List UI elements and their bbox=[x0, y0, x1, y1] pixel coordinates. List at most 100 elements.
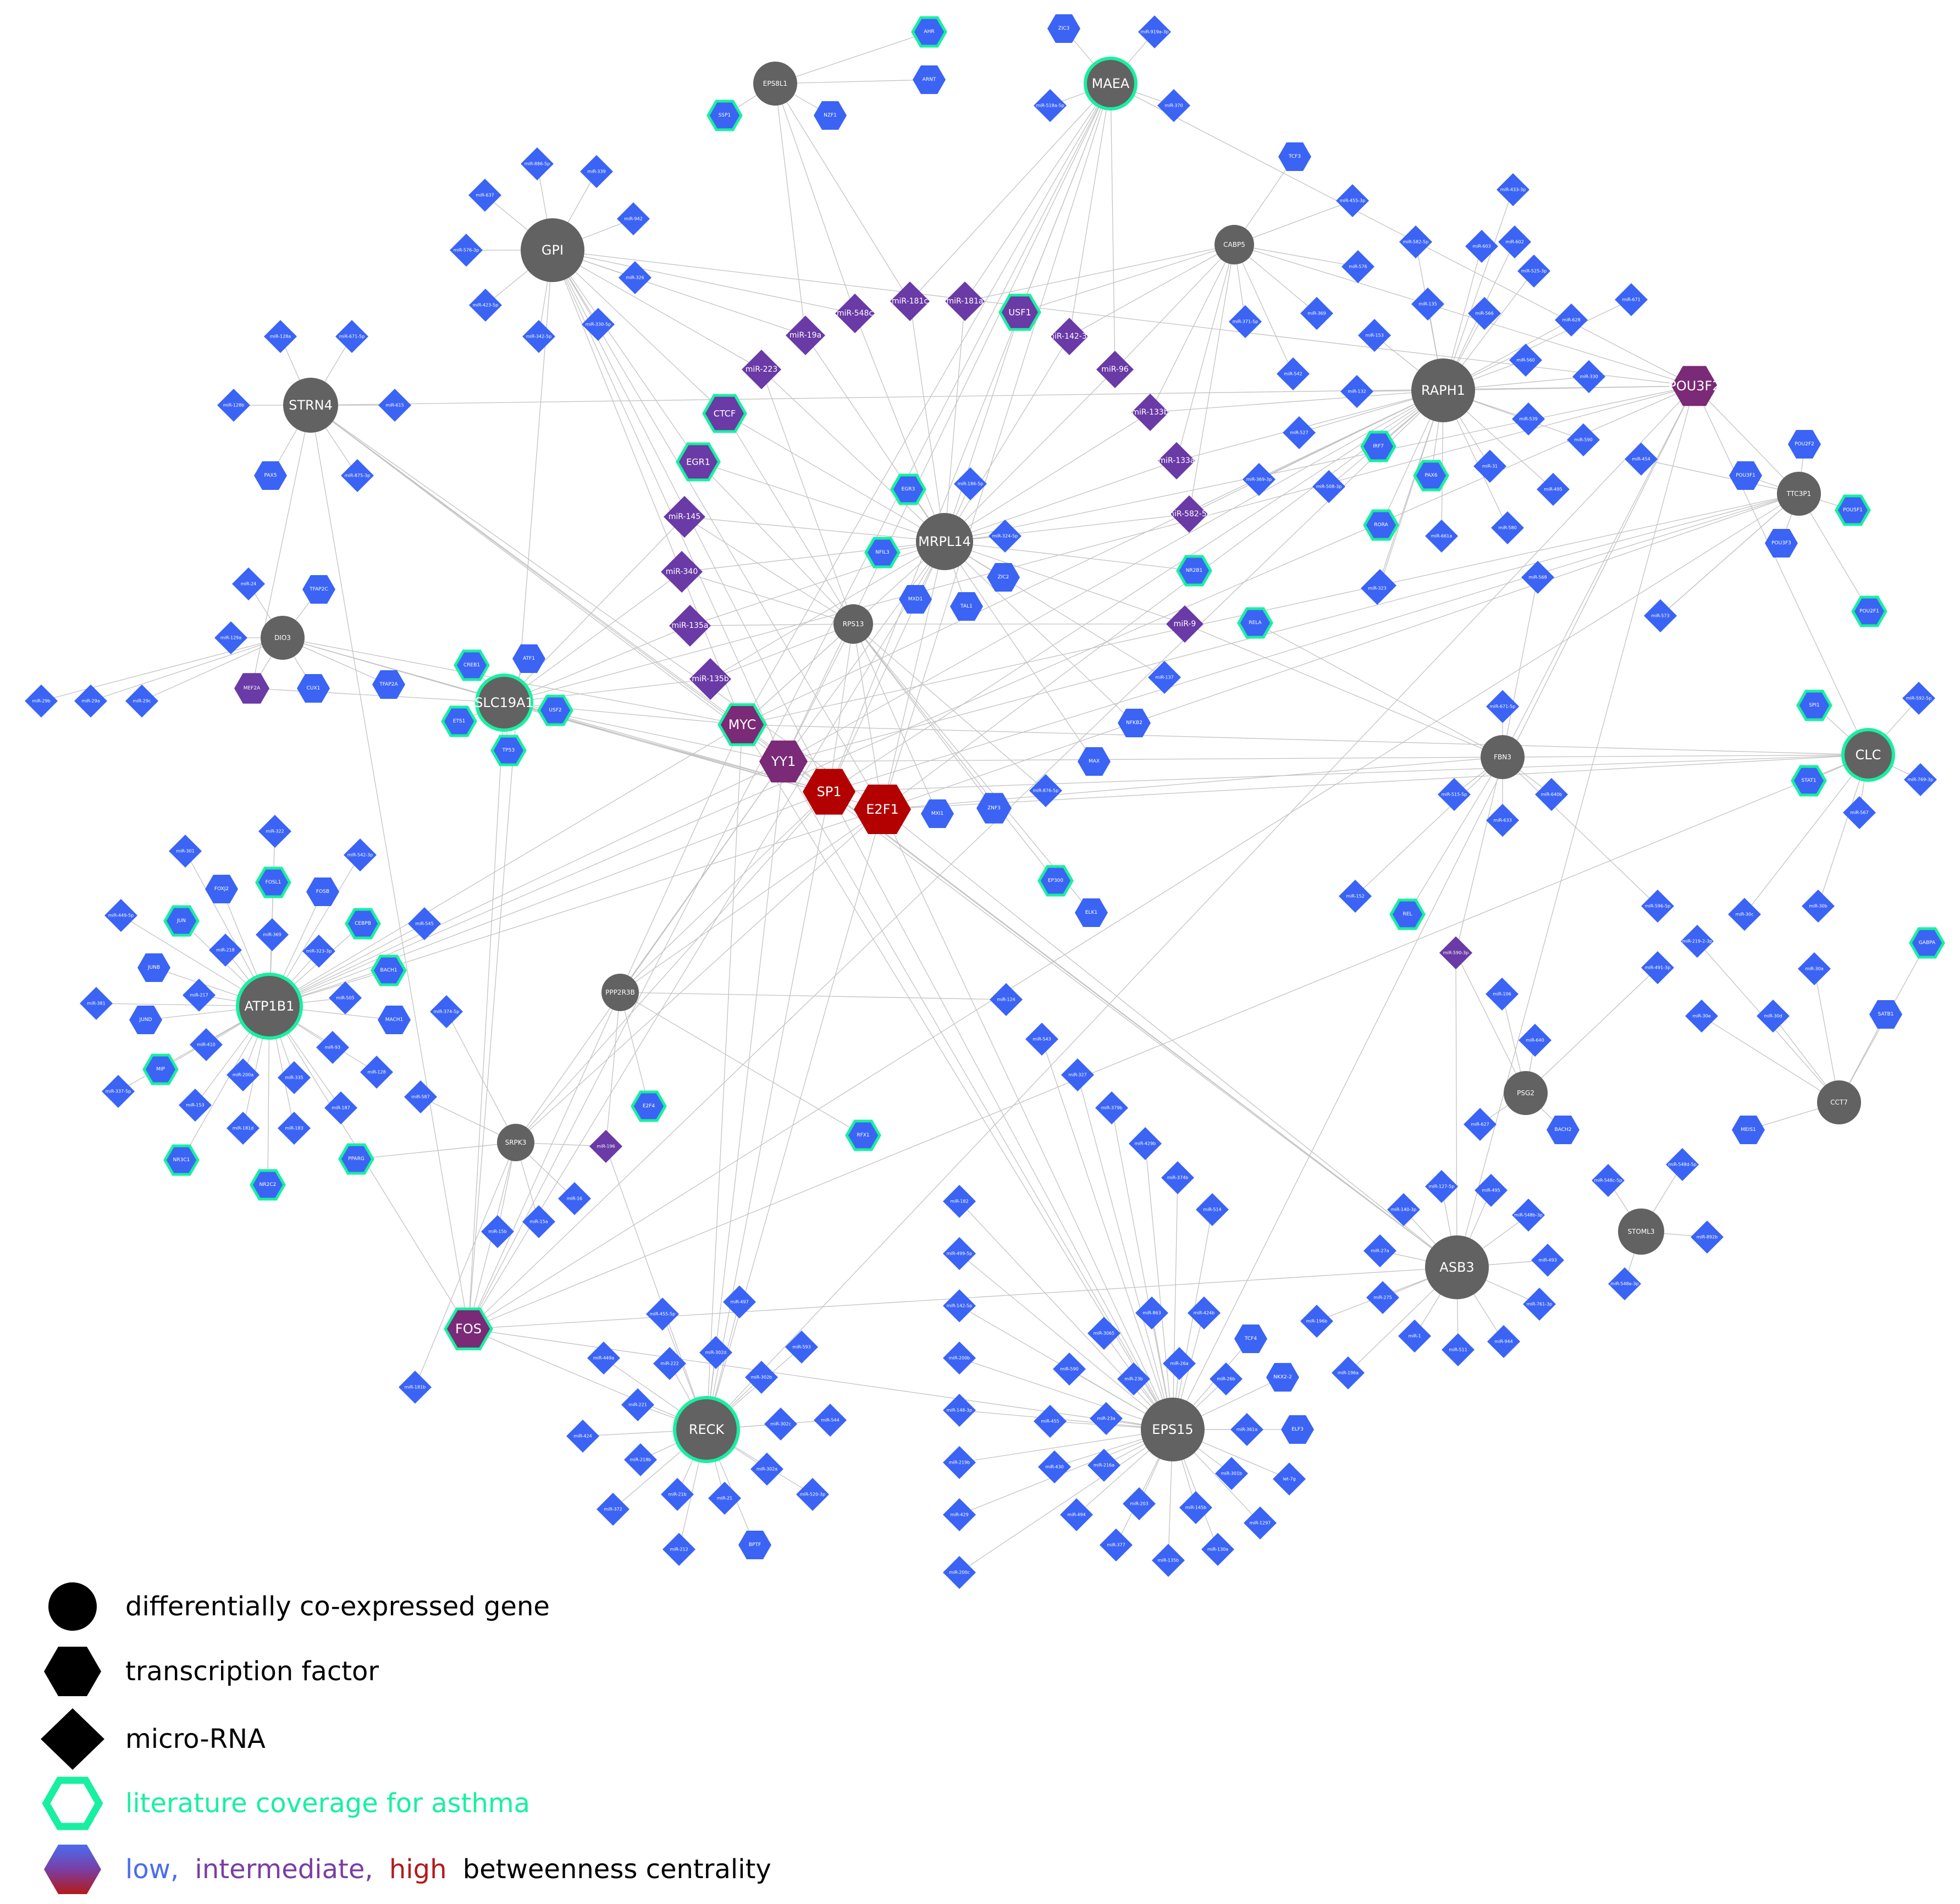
mirna-node-mir-200b[interactable]: miR-200b bbox=[943, 1342, 976, 1375]
tf-node-cux1[interactable]: CUX1 bbox=[297, 674, 330, 703]
mirna-node-mir-30c[interactable]: miR-30c bbox=[1728, 898, 1761, 931]
mirna-node-mir-145[interactable]: miR-145 bbox=[664, 496, 705, 538]
gene-node-fbn3[interactable]: FBN3 bbox=[1481, 735, 1525, 779]
mirna-node-mir-218b[interactable]: miR-218b bbox=[624, 1443, 657, 1476]
tf-node-gabpa[interactable]: GABPA bbox=[1909, 927, 1945, 959]
mirna-node-mir-323-3p[interactable]: miR-323-3p bbox=[302, 935, 335, 968]
gene-node-asb3[interactable]: ASB3 bbox=[1425, 1235, 1489, 1299]
mirna-node-mir-196b[interactable]: miR-196b bbox=[1300, 1305, 1333, 1338]
mirna-node-mir-324-5p[interactable]: miR-324-5p bbox=[989, 520, 1022, 553]
mirna-node-mir-455-5p[interactable]: miR-455-5p bbox=[646, 1298, 679, 1331]
mirna-node-mir-542[interactable]: miR-542 bbox=[1277, 357, 1310, 390]
mirna-node-mir-592-5p[interactable]: miR-592-5p bbox=[1902, 682, 1935, 715]
tf-node-tal1[interactable]: TAL1 bbox=[950, 592, 983, 621]
mirna-node-mir-135a[interactable]: miR-135a bbox=[669, 605, 711, 647]
mirna-node-mir-582-5pb[interactable]: miR-582-5p bbox=[1399, 225, 1432, 258]
mirna-node-mir-423-5p[interactable]: miR-423-5p bbox=[469, 289, 502, 322]
mirna-node-mir-525-3p[interactable]: miR-525-3p bbox=[1517, 255, 1550, 288]
mirna-node-mir-1[interactable]: miR-1 bbox=[1398, 1320, 1431, 1353]
mirna-node-mir-455[interactable]: miR-455 bbox=[1034, 1405, 1067, 1438]
mirna-node-mir-511[interactable]: miR-511 bbox=[1442, 1333, 1475, 1366]
mirna-node-mir-919a-3p[interactable]: miR-919a-3p bbox=[1138, 15, 1171, 48]
mirna-node-mir-181b[interactable]: miR-181b bbox=[399, 1371, 432, 1404]
mirna-node-mir-548d-5p[interactable]: miR-548d-5p bbox=[1666, 1148, 1699, 1181]
mirna-node-mir-545[interactable]: miR-545 bbox=[408, 907, 441, 940]
mirna-node-mir-615[interactable]: miR-615 bbox=[378, 389, 411, 422]
mirna-node-mir-15a[interactable]: miR-15a bbox=[522, 1205, 555, 1238]
tf-node-elk1[interactable]: ELK1 bbox=[1075, 898, 1108, 927]
mirna-node-mir-582-5p[interactable]: miR-582-5p bbox=[1167, 495, 1212, 533]
gene-node-rps13[interactable]: RPS13 bbox=[833, 604, 873, 644]
mirna-node-mir-430[interactable]: miR-430 bbox=[1038, 1450, 1071, 1483]
mirna-node-mir-543[interactable]: miR-543 bbox=[1025, 1023, 1058, 1056]
tf-node-nzf1[interactable]: NZF1 bbox=[814, 101, 847, 130]
mirna-node-mir-369-3p[interactable]: miR-369-3p bbox=[1243, 463, 1276, 496]
mirna-node-mir-106[interactable]: miR-106 bbox=[1486, 978, 1519, 1011]
mirna-node-mir-26a[interactable]: miR-26a bbox=[1163, 1347, 1196, 1380]
mirna-node-mir-142-3p[interactable]: miR-142-3p bbox=[1047, 318, 1092, 355]
mirna-node-mir-30a[interactable]: miR-30a bbox=[1798, 952, 1831, 985]
gene-node-stoml3[interactable]: STOML3 bbox=[1618, 1208, 1664, 1255]
mirna-node-mir-576-3p[interactable]: miR-576-3p bbox=[450, 234, 483, 267]
mirna-node-mir-326[interactable]: miR-326 bbox=[619, 261, 652, 294]
mirna-node-mir-275[interactable]: miR-275 bbox=[1366, 1281, 1399, 1314]
mirna-node-mir-200c[interactable]: miR-200c bbox=[943, 1556, 976, 1589]
mirna-node-mir-142-5p[interactable]: miR-142-5p bbox=[943, 1289, 976, 1322]
tf-node-egr3[interactable]: EGR3 bbox=[890, 473, 926, 505]
tf-node-nfil3[interactable]: NFIL3 bbox=[864, 537, 901, 569]
tf-node-pparg[interactable]: PPARG bbox=[338, 1143, 374, 1175]
tf-node-nkx2-2[interactable]: NKX2-2 bbox=[1266, 1363, 1299, 1392]
tf-node-pou3f2[interactable]: POU3F2 bbox=[1668, 366, 1721, 406]
mirna-node-mir-876-5p[interactable]: miR-876-5p bbox=[1029, 774, 1062, 807]
tf-node-bach1[interactable]: BACH1 bbox=[371, 954, 407, 986]
mirna-node-mir-377[interactable]: miR-377 bbox=[1100, 1528, 1133, 1561]
mirna-node-mir-23a[interactable]: miR-23a bbox=[1090, 1402, 1123, 1435]
tf-node-foxj2[interactable]: FOXJ2 bbox=[205, 875, 238, 903]
mirna-node-mir-93[interactable]: miR-93 bbox=[316, 1031, 349, 1064]
mirna-node-mir-424b[interactable]: miR-424b bbox=[1188, 1296, 1221, 1329]
tf-node-meis1[interactable]: MEIS1 bbox=[1732, 1116, 1765, 1144]
mirna-node-mir-133b[interactable]: miR-133b bbox=[1131, 394, 1169, 431]
gene-node-cct7[interactable]: CCT7 bbox=[1817, 1080, 1861, 1124]
mirna-node-mir-133a[interactable]: miR-133a bbox=[1158, 442, 1195, 479]
mirna-node-mir-568[interactable]: miR-568 bbox=[1521, 561, 1554, 594]
mirna-node-mir-342-5p[interactable]: miR-342-5p bbox=[522, 320, 555, 353]
mirna-node-mir-491-3p[interactable]: miR-491-3p bbox=[1641, 951, 1674, 984]
tf-node-yy1[interactable]: YY1 bbox=[759, 740, 808, 783]
mirna-node-mir-454[interactable]: miR-454 bbox=[1625, 443, 1658, 476]
tf-node-nr3c1[interactable]: NR3C1 bbox=[163, 1144, 200, 1176]
mirna-node-mir-863[interactable]: miR-863 bbox=[1135, 1296, 1168, 1329]
mirna-node-mir-9[interactable]: miR-9 bbox=[1166, 605, 1203, 643]
tf-node-tfap2a[interactable]: TFAP2A bbox=[372, 670, 405, 699]
tf-node-ssp1[interactable]: SSP1 bbox=[706, 100, 743, 131]
tf-node-tcf3[interactable]: TCF3 bbox=[1278, 142, 1311, 171]
tf-node-tp53[interactable]: TP53 bbox=[490, 735, 527, 766]
mirna-node-mir-137[interactable]: miR-137 bbox=[1148, 661, 1181, 694]
mirna-node-mir-596-5p[interactable]: miR-596-5p bbox=[1641, 890, 1674, 923]
mirna-node-let-7g[interactable]: let-7g bbox=[1273, 1463, 1306, 1495]
tf-node-pou5f1[interactable]: POU5F1 bbox=[1835, 494, 1871, 526]
tf-node-mip[interactable]: MIP bbox=[142, 1053, 179, 1085]
tf-node-mxd1[interactable]: MXD1 bbox=[899, 585, 932, 614]
mirna-node-mir-370[interactable]: miR-370 bbox=[1157, 89, 1190, 122]
tf-node-e2f4[interactable]: E2F4 bbox=[631, 1090, 667, 1122]
mirna-node-mir-153b[interactable]: miR-153 bbox=[1358, 319, 1391, 352]
mirna-node-mir-19a[interactable]: miR-19a bbox=[786, 316, 825, 355]
mirna-node-mir-1297[interactable]: miR-1297 bbox=[1244, 1506, 1277, 1539]
mirna-node-mir-671-5p[interactable]: miR-671-5p bbox=[335, 320, 368, 353]
mirna-node-mir-603[interactable]: miR-603 bbox=[1465, 230, 1498, 263]
mirna-node-mir-302c[interactable]: miR-302c bbox=[764, 1408, 797, 1441]
mirna-node-mir-23b[interactable]: miR-23b bbox=[1117, 1362, 1150, 1395]
mirna-node-mir-527[interactable]: miR-527 bbox=[1283, 416, 1316, 449]
mirna-node-mir-548e-3p[interactable]: miR-548e-3p bbox=[1608, 1267, 1641, 1300]
tf-node-fos[interactable]: FOS bbox=[444, 1307, 493, 1350]
mirna-node-mir-130a[interactable]: miR-130a bbox=[1201, 1533, 1234, 1566]
mirna-node-mir-424[interactable]: miR-424 bbox=[566, 1420, 599, 1453]
gene-node-mrpl14[interactable]: MRPL14 bbox=[916, 513, 973, 570]
mirna-node-mir-212[interactable]: miR-212 bbox=[662, 1533, 695, 1566]
tf-node-arnt[interactable]: ARNT bbox=[913, 65, 946, 94]
mirna-node-mir-381[interactable]: miR-381 bbox=[80, 987, 113, 1020]
gene-node-eps15[interactable]: EPS15 bbox=[1141, 1398, 1205, 1461]
mirna-node-mir-566[interactable]: miR-566 bbox=[1468, 297, 1501, 330]
tf-node-zic2[interactable]: ZIC2 bbox=[987, 563, 1020, 592]
